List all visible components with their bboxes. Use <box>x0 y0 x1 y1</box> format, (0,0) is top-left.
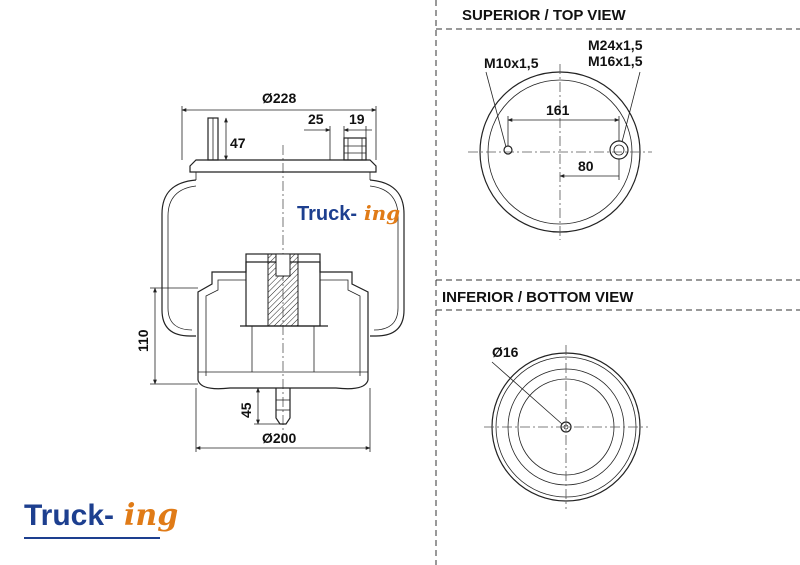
watermark-logo-suffix: ing <box>364 201 400 225</box>
dim-pin-length: 45 <box>238 402 254 418</box>
dim-thread-large-2: M16x1,5 <box>588 53 643 69</box>
side-view-dimensions <box>150 106 377 452</box>
dim-piston-diameter: Ø200 <box>262 430 296 446</box>
dim-bolt-spacing: 161 <box>546 102 570 118</box>
brand-logo-suffix: ing <box>124 498 178 533</box>
watermark-logo-main: Truck- <box>297 203 357 225</box>
dim-fitting-offset: 25 <box>308 111 324 127</box>
dim-overall-diameter: Ø228 <box>262 90 296 106</box>
dim-top-fitting-offset: 80 <box>578 158 594 174</box>
air-spring-side-view: Truck- ing <box>161 117 405 440</box>
dim-thread-small: M10x1,5 <box>484 55 539 71</box>
brand-logo: Truck- ing <box>24 498 178 539</box>
brand-logo-main: Truck- <box>24 499 114 532</box>
top-view-drawing <box>468 64 652 240</box>
dim-body-height: 110 <box>135 329 151 352</box>
dim-fitting-width: 19 <box>349 111 365 127</box>
bottom-view-drawing <box>484 345 648 509</box>
dim-thread-large-1: M24x1,5 <box>588 37 643 53</box>
bottom-view-title: INFERIOR / BOTTOM VIEW <box>442 289 634 306</box>
top-view-title: SUPERIOR / TOP VIEW <box>462 7 626 24</box>
dim-stud-height: 47 <box>230 135 246 151</box>
dim-hole-diameter: Ø16 <box>492 344 519 360</box>
